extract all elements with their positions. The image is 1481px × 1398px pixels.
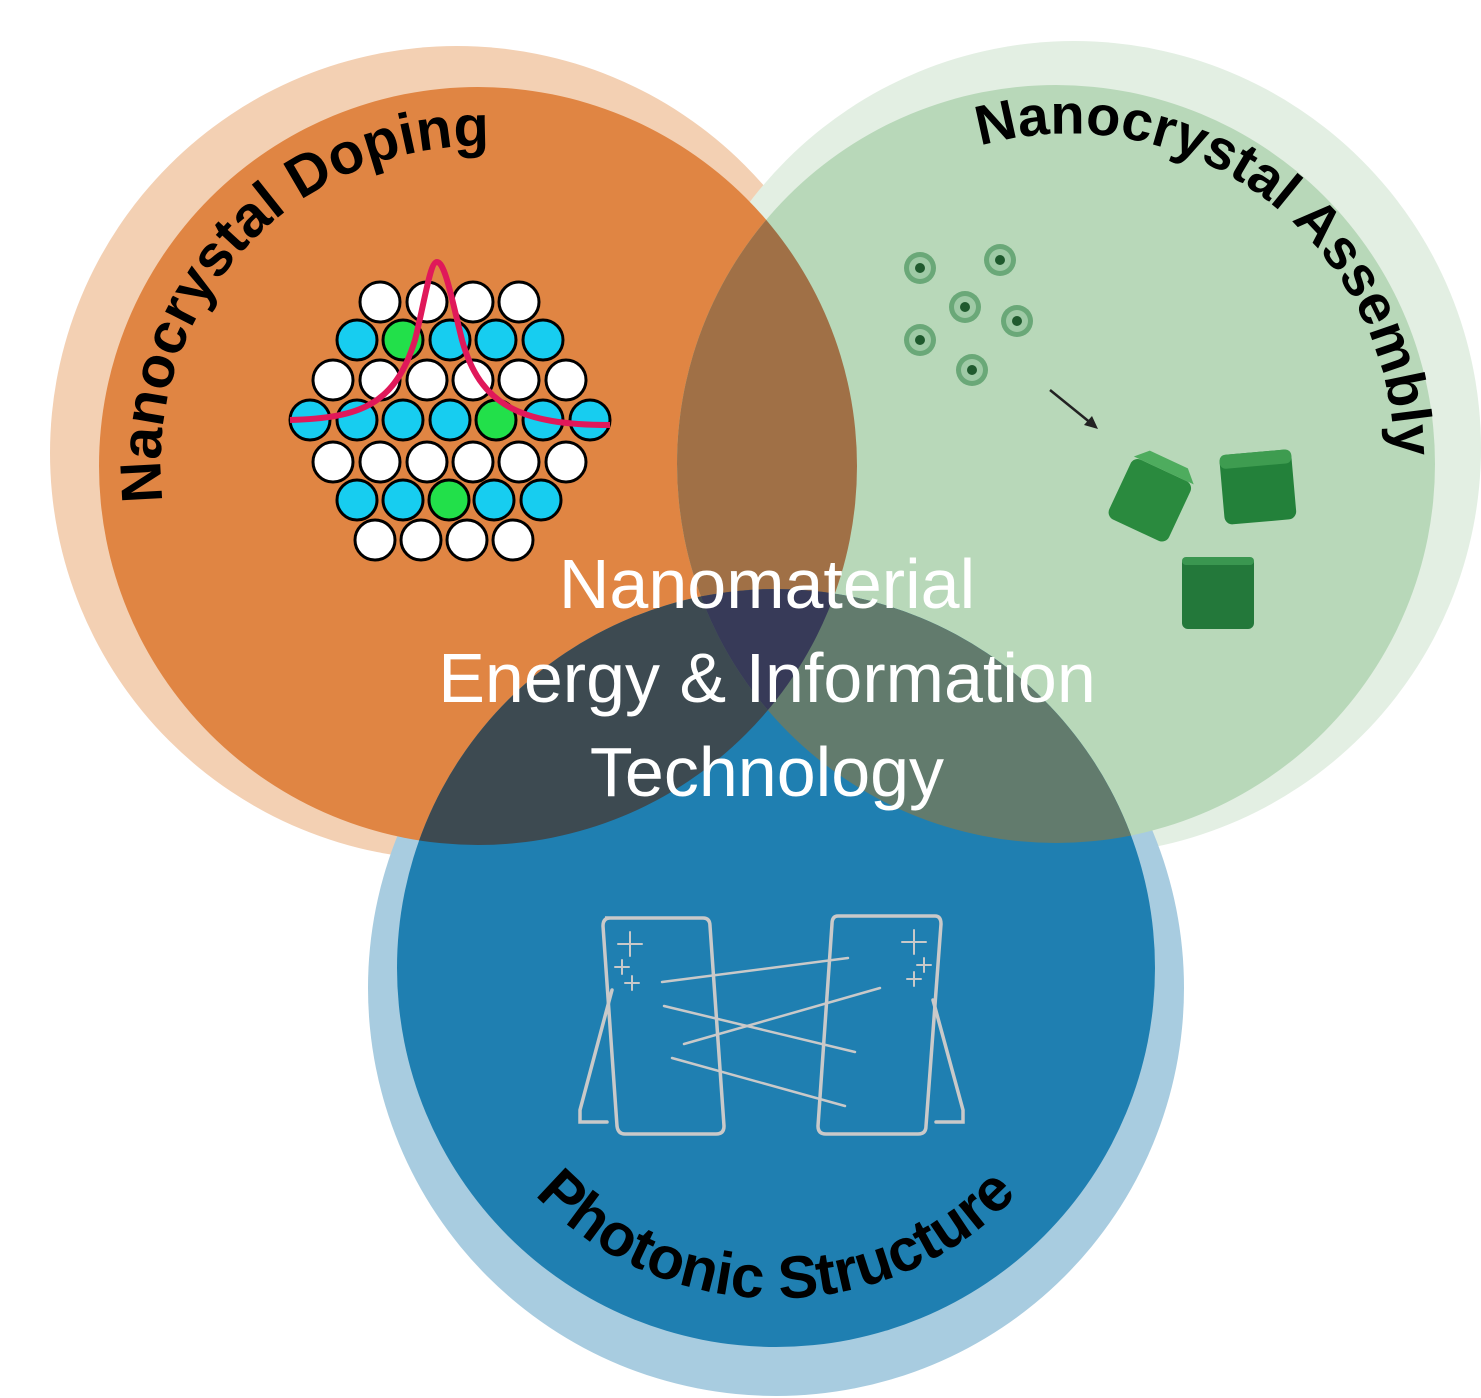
nanoparticle: [995, 255, 1005, 265]
lattice-atom: [405, 440, 449, 484]
lattice-atom: [381, 398, 425, 442]
emission-peak-curve: [289, 258, 611, 428]
lattice-atom: [399, 518, 443, 562]
center-title-line-2: Energy & Information: [438, 639, 1096, 717]
lattice-atom: [335, 398, 379, 442]
nanoparticle: [1012, 316, 1022, 326]
nanoparticle: [915, 335, 925, 345]
lattice-atom: [544, 358, 588, 402]
lattice-atom: [335, 318, 379, 362]
lattice-atom: [497, 280, 541, 324]
center-title-line-3: Technology: [590, 733, 944, 811]
nanoparticles-illustration: [904, 244, 1033, 386]
lattice-atom: [474, 318, 518, 362]
lattice-atom: [335, 478, 379, 522]
lattice-atom: [311, 440, 355, 484]
lattice-atom: [311, 358, 355, 402]
lattice-atom: [358, 440, 402, 484]
sparkle-icons: [614, 929, 932, 991]
center-title-line-1: Nanomaterial: [559, 545, 975, 623]
lattice-atom: [544, 440, 588, 484]
lattice-atom: [521, 318, 565, 362]
lattice-atom: [428, 398, 472, 442]
lattice-atom: [445, 518, 489, 562]
overlap-assembly-photonic: [677, 589, 1155, 843]
lattice-atom: [405, 358, 449, 402]
lattice-atom: [381, 478, 425, 522]
nanoparticle: [960, 302, 970, 312]
lattice-atom: [358, 280, 402, 324]
lattice-atom: [472, 478, 516, 522]
lattice-atom: [491, 518, 535, 562]
lattice-atom: [568, 398, 612, 442]
lattice-atom: [451, 358, 495, 402]
lattice-atom: [353, 518, 397, 562]
nanocube-assemblies: [1108, 449, 1297, 629]
lattice-atom: [451, 440, 495, 484]
doped-lattice-illustration: [288, 280, 612, 562]
lattice-atom: [519, 478, 563, 522]
mirror-cavity-illustration: [578, 914, 965, 1136]
nanoparticle: [915, 263, 925, 273]
arrow-icon: [1049, 389, 1098, 429]
lattice-atom: [427, 478, 471, 522]
lattice-atom: [497, 358, 541, 402]
lattice-atom: [497, 440, 541, 484]
nanoparticle: [967, 365, 977, 375]
overlap-doping-photonic: [397, 589, 857, 845]
